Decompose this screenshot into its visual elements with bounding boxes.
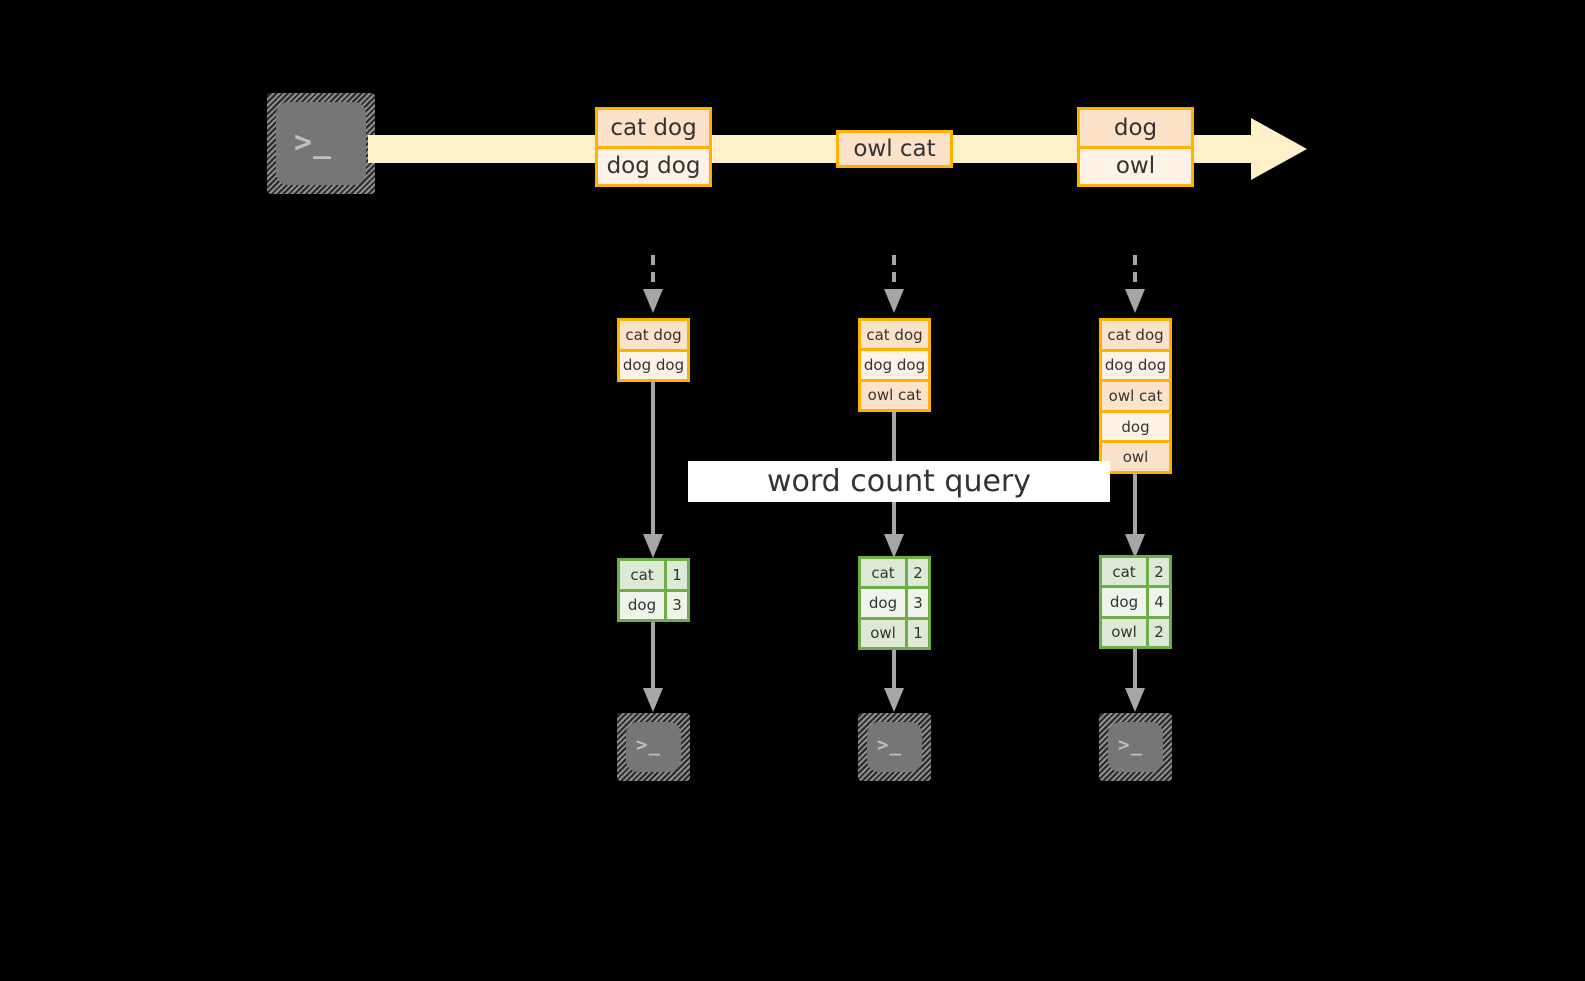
terminal-screen: >_ [867,722,922,772]
terminal-prompt-glyph: >_ [294,125,333,160]
stream-event-line: cat dog [598,110,709,146]
terminal-prompt-glyph: >_ [1118,734,1143,756]
result-word: dog [1102,588,1146,616]
snapshot-3-sink-connector [1125,649,1145,712]
result-row: cat 2 [1102,558,1169,586]
snapshot-input-line: dog [1102,409,1169,441]
terminal-screen: >_ [626,722,681,772]
query-label-band: word count query [688,461,1110,502]
snapshot-3-dashed-connector [1125,255,1145,313]
terminal-prompt-glyph: >_ [636,734,661,756]
source-terminal-icon: >_ [267,93,375,194]
snapshot-3-input-stack[interactable]: cat dog dog dog owl cat dog owl [1099,318,1172,474]
result-word: dog [861,589,905,617]
result-word: dog [620,591,664,619]
snapshot-input-line: cat dog [1102,321,1169,349]
snapshot-3-sink-terminal-icon: >_ [1099,713,1172,781]
result-word: owl [861,619,905,647]
result-row: dog 3 [620,588,687,619]
snapshot-input-line: dog dog [1102,348,1169,380]
snapshot-1-input-stack[interactable]: cat dog dog dog [617,318,690,382]
result-row: owl 1 [861,616,928,647]
terminal-screen: >_ [276,102,366,185]
result-count: 3 [664,591,687,619]
snapshot-input-line: owl cat [1102,379,1169,410]
snapshot-input-line: dog dog [620,348,687,379]
result-row: cat 1 [620,561,687,589]
stream-event-batch-2[interactable]: owl cat [836,130,953,168]
snapshot-input-line: cat dog [620,321,687,349]
stream-event-line: dog [1080,110,1191,146]
result-word: cat [1102,558,1146,586]
snapshot-2-dashed-connector [884,255,904,313]
result-count: 1 [664,561,687,589]
snapshot-input-line: owl [1102,440,1169,471]
result-row: owl 2 [1102,615,1169,646]
result-count: 2 [905,559,928,587]
result-word: cat [861,559,905,587]
result-word: cat [620,561,664,589]
result-row: dog 4 [1102,585,1169,616]
snapshot-1-result-table[interactable]: cat 1 dog 3 [617,558,690,622]
stream-event-line: owl [1080,145,1191,184]
stream-event-batch-1[interactable]: cat dog dog dog [595,107,712,187]
stream-event-batch-3[interactable]: dog owl [1077,107,1194,187]
query-label-text: word count query [766,464,1032,499]
snapshot-3-query-connector [1125,474,1145,558]
snapshot-1-dashed-connector [643,255,663,313]
snapshot-1-sink-connector [643,622,663,712]
snapshot-2-input-stack[interactable]: cat dog dog dog owl cat [858,318,931,412]
result-count: 1 [905,619,928,647]
result-count: 2 [1146,558,1169,586]
snapshot-2-sink-connector [884,650,904,712]
result-word: owl [1102,618,1146,646]
result-row: dog 3 [861,586,928,617]
stream-event-line: dog dog [598,145,709,184]
terminal-screen: >_ [1108,722,1163,772]
snapshot-1-query-connector [643,382,663,558]
snapshot-1-sink-terminal-icon: >_ [617,713,690,781]
snapshot-input-line: dog dog [861,348,928,379]
snapshot-2-result-table[interactable]: cat 2 dog 3 owl 1 [858,556,931,650]
result-row: cat 2 [861,559,928,587]
result-count: 2 [1146,618,1169,646]
terminal-prompt-glyph: >_ [877,734,902,756]
snapshot-input-line: owl cat [861,378,928,409]
snapshot-2-sink-terminal-icon: >_ [858,713,931,781]
snapshot-input-line: cat dog [861,321,928,349]
result-count: 4 [1146,588,1169,616]
stream-event-line: owl cat [839,133,950,165]
result-count: 3 [905,589,928,617]
snapshot-3-result-table[interactable]: cat 2 dog 4 owl 2 [1099,555,1172,649]
